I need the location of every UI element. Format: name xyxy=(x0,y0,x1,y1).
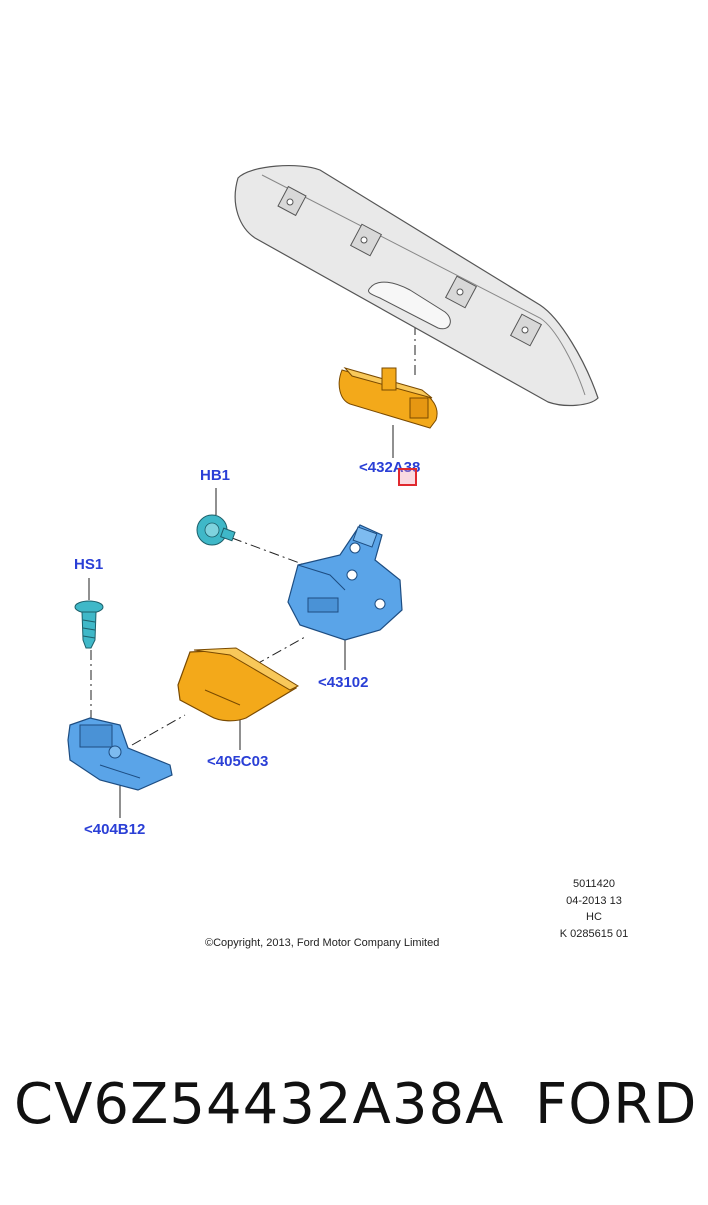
handle-switch-part xyxy=(338,367,438,429)
latch-release-part xyxy=(67,717,173,791)
meta-line-1: 5011420 xyxy=(572,878,615,890)
callout-43102[interactable]: <43102 xyxy=(318,674,369,691)
screw-hs1-part xyxy=(74,600,104,649)
meta-line-4: K 0285615 01 xyxy=(559,928,629,940)
footer-part-number: CV6Z54432A38A xyxy=(14,1072,505,1137)
latch-assembly-part xyxy=(287,524,403,641)
dash-line-cover xyxy=(131,714,186,746)
latch-cover-part xyxy=(177,647,300,722)
meta-line-2: 04-2013 13 xyxy=(566,895,622,907)
highlight-box xyxy=(398,468,417,486)
callout-405c03[interactable]: <405C03 xyxy=(207,753,269,770)
dash-line-latch xyxy=(254,636,306,666)
callout-hs1[interactable]: HS1 xyxy=(74,556,104,573)
fastener-hb1-part xyxy=(196,514,236,546)
dash-line-hb1 xyxy=(231,537,306,566)
callout-404b12[interactable]: <404B12 xyxy=(84,821,146,838)
copyright-notice: ©Copyright, 2013, Ford Motor Company Lim… xyxy=(205,937,440,949)
callout-432a38[interactable]: <432A38 xyxy=(359,459,421,476)
meta-line-3: HC xyxy=(586,911,602,923)
callout-hb1[interactable]: HB1 xyxy=(200,467,231,484)
tailgate-handle-trim xyxy=(234,165,599,407)
footer-brand: FORD xyxy=(535,1072,698,1137)
